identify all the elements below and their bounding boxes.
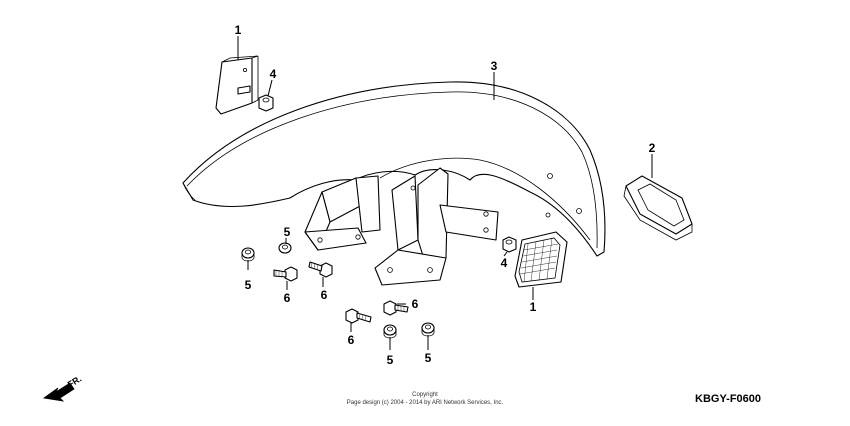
copyright-notice: Page design (c) 2004 - 2014 by ARI Netwo… [347, 400, 504, 406]
front-direction-indicator: FR. [42, 374, 84, 402]
fender-stay-left[interactable] [304, 175, 381, 251]
leader-lines [237, 36, 653, 350]
washer-a[interactable] [241, 247, 255, 262]
callout-nut-top: 4 [270, 67, 277, 81]
front-arrow-icon [42, 382, 75, 402]
reflector-top[interactable] [215, 55, 259, 115]
reflector-bottom[interactable] [514, 231, 568, 288]
bolt-a[interactable] [273, 266, 298, 282]
washer-c[interactable] [383, 324, 397, 339]
callout-bolt-b: 6 [321, 288, 328, 302]
bolt-b[interactable] [308, 261, 333, 278]
callout-reflector-top: 1 [235, 23, 242, 37]
callout-reflector-bottom: 1 [530, 300, 537, 314]
reflector-bracket[interactable] [623, 175, 693, 241]
callout-front-fender: 3 [491, 59, 498, 73]
front-fender[interactable] [182, 81, 606, 257]
fender-stay-center[interactable] [374, 167, 499, 286]
callout-bolt-c: 6 [348, 333, 355, 347]
callout-washer-c: 5 [387, 353, 394, 367]
callout-bolt-a: 6 [284, 291, 291, 305]
washer-d[interactable] [421, 322, 435, 337]
callout-washer-b: 5 [284, 225, 291, 239]
nut-top[interactable] [258, 94, 274, 112]
bolt-d[interactable] [383, 300, 409, 316]
callout-nut-right: 4 [501, 256, 508, 270]
callout-labels: 1 4 3 2 4 1 5 5 6 6 6 6 5 5 [235, 23, 656, 367]
callout-reflector-bracket: 2 [649, 141, 656, 155]
nut-right[interactable] [502, 236, 517, 253]
bolt-c[interactable] [345, 308, 372, 324]
washer-b[interactable] [278, 242, 292, 254]
diagram-code: KBGY-F0600 [695, 393, 761, 405]
callout-bolt-d: 6 [412, 297, 419, 311]
copyright-title: Copyright [412, 392, 438, 398]
callout-washer-a: 5 [245, 278, 252, 292]
callout-washer-d: 5 [425, 351, 432, 365]
front-direction-label: FR. [66, 374, 84, 390]
